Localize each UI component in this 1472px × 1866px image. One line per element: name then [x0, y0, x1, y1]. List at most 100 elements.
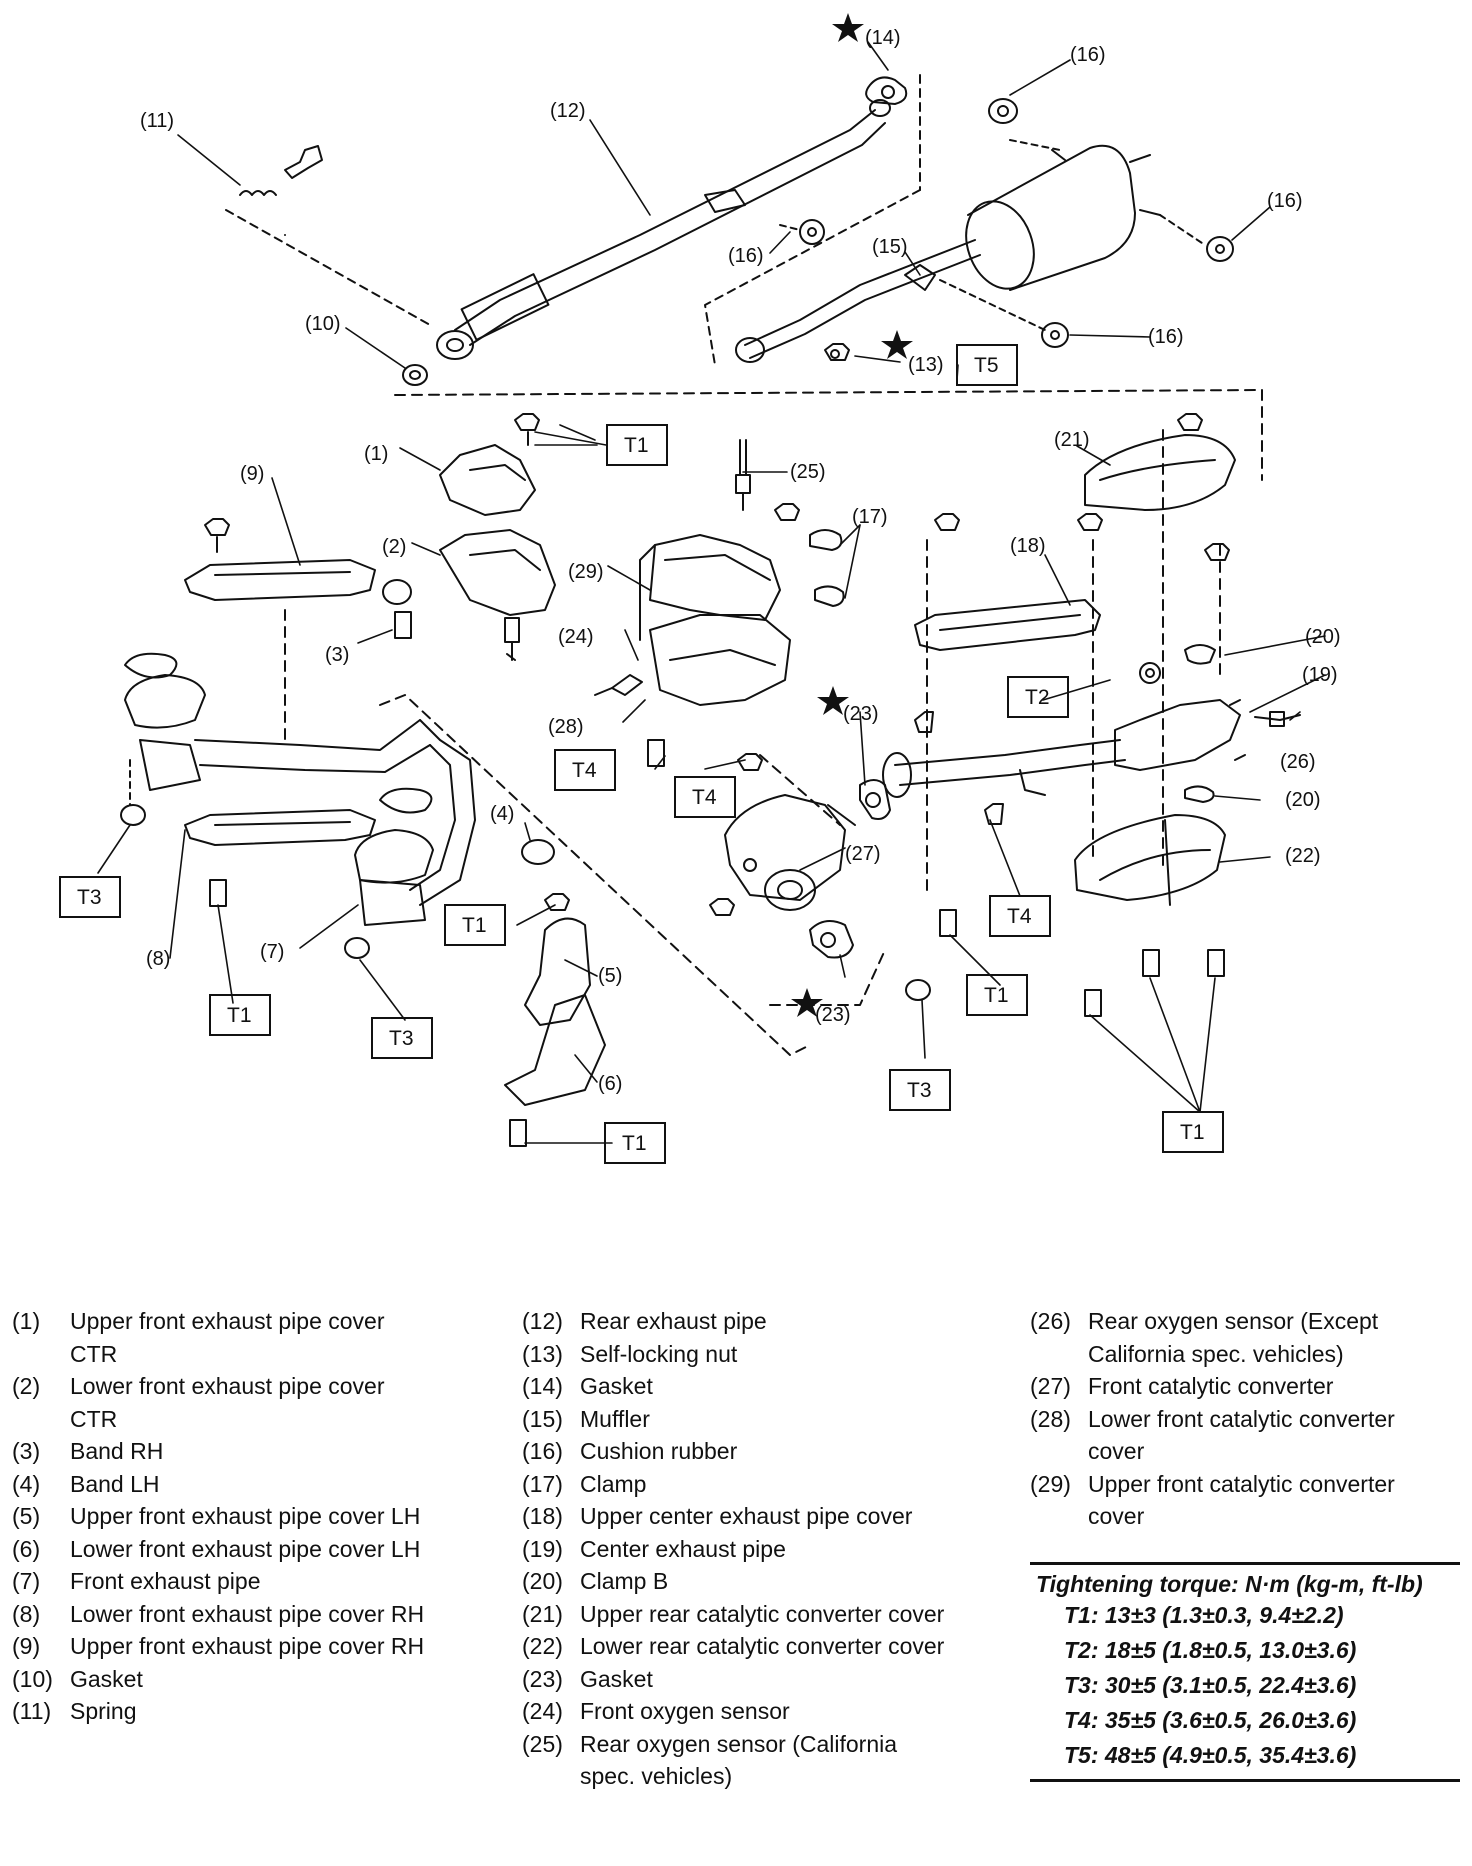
- torque-row: T3: 30±5 (3.1±0.5, 22.4±3.6): [1064, 1672, 1357, 1698]
- callout-21: (21): [1054, 429, 1090, 451]
- callout-16: (16): [1070, 44, 1106, 66]
- callout-13: (13): [908, 354, 944, 376]
- legend-column-1: (1)Upper front exhaust pipe cover CTR (2…: [12, 1305, 432, 1728]
- callout-18: (18): [1010, 535, 1046, 557]
- t4-tag-b: T4: [692, 786, 717, 809]
- rear-oxygen-sensor-ca-part: [735, 439, 751, 511]
- legend-item: (27)Front catalytic converter: [1030, 1373, 1334, 1399]
- legend-item: (25)Rear oxygen sensor (California spec.…: [522, 1730, 898, 1790]
- heat-cover-nuts-part: [1139, 662, 1161, 684]
- exhaust-system-exploded-diagram: (1) (2) (3) (4) (5) (6) (7) (8) (9) (10)…: [59, 13, 1341, 1164]
- clamp-b-part: [1184, 644, 1216, 803]
- legend-item: (3)Band RH: [12, 1438, 164, 1464]
- legend-item: (4)Band LH: [12, 1470, 160, 1497]
- self-locking-nut-part: [824, 343, 850, 361]
- legend-item: (19)Center exhaust pipe: [522, 1535, 786, 1562]
- torque-row: T2: 18±5 (1.8±0.5, 13.0±3.6): [1064, 1637, 1357, 1663]
- callout-5: (5): [598, 965, 622, 987]
- legend-item: (23)Gasket: [522, 1665, 653, 1692]
- t1-tag-f: T1: [1180, 1121, 1205, 1144]
- callout-4: (4): [490, 803, 514, 825]
- callout-28: (28): [548, 716, 584, 738]
- callout-11: (11): [140, 110, 174, 132]
- t1-tag-d: T1: [622, 1132, 647, 1155]
- legend-item: (16)Cushion rubber: [522, 1438, 738, 1464]
- star-icon: [791, 988, 823, 1017]
- legend-item: (13)Self-locking nut: [522, 1340, 738, 1367]
- legend-item: (29)Upper front catalytic converter cove…: [1030, 1470, 1395, 1530]
- legend-item: (7)Front exhaust pipe: [12, 1568, 261, 1594]
- callout-17: (17): [852, 506, 888, 528]
- front-catalytic-converter-part: [724, 794, 856, 911]
- legend-column-3: (26)Rear oxygen sensor (Except Californi…: [1030, 1305, 1450, 1533]
- upper-front-exhaust-pipe-cover-lh-part: [524, 917, 591, 1026]
- callout-23b: (23): [815, 1004, 851, 1026]
- front-exhaust-pipe-part: [124, 652, 476, 926]
- callout-16d: (16): [728, 245, 764, 267]
- callout-23: (23): [843, 703, 879, 725]
- top-rule: [1030, 1562, 1460, 1565]
- legend-item: (17)Clamp: [522, 1470, 647, 1497]
- t1-tag-b: T1: [462, 914, 487, 937]
- band-rh-part: [382, 579, 412, 605]
- torque-leader-lines: [97, 364, 1216, 1144]
- callout-labels: (1) (2) (3) (4) (5) (6) (7) (8) (9) (10)…: [140, 27, 1341, 1095]
- gasket-23-part: [759, 754, 891, 1006]
- callout-14: (14): [865, 27, 901, 49]
- legend-item: (11)Spring: [12, 1698, 137, 1724]
- legend-item: (6)Lower front exhaust pipe cover LH: [12, 1535, 421, 1562]
- torque-spec-table: Tightening torque: N·m (kg-m, ft-lb) T1:…: [1030, 1562, 1460, 1782]
- stars: [791, 13, 913, 1017]
- center-exhaust-pipe-part: [882, 699, 1246, 798]
- legend-item: (22)Lower rear catalytic converter cover: [522, 1633, 945, 1659]
- muffler-part: [735, 144, 1161, 363]
- lower-front-catalytic-converter-cover-part: [649, 614, 791, 706]
- legend-item: (26)Rear oxygen sensor (Except Californi…: [1030, 1308, 1379, 1367]
- upper-front-catalytic-converter-cover-part: [639, 534, 781, 641]
- star-icon: [817, 686, 849, 715]
- callout-20b: (20): [1285, 789, 1321, 811]
- lower-front-exhaust-pipe-cover-ctr-part: [439, 529, 556, 616]
- callout-29: (29): [568, 561, 604, 583]
- callout-22: (22): [1285, 845, 1321, 867]
- torque-row: T1: 13±3 (1.3±0.3, 9.4±2.2): [1064, 1602, 1344, 1628]
- callout-15: (15): [872, 236, 908, 258]
- leader-lines: [169, 41, 1326, 1083]
- gasket-10-part: [402, 364, 428, 386]
- callout-16c: (16): [1148, 326, 1184, 348]
- t1-tag-c: T1: [227, 1004, 252, 1027]
- legend-item: (9)Upper front exhaust pipe cover RH: [12, 1633, 425, 1659]
- rear-oxygen-sensor-except-ca-part: [1254, 711, 1301, 727]
- cushion-rubbers-part: [779, 98, 1234, 348]
- legend-item: (10)Gasket: [12, 1665, 143, 1692]
- legend-item: (18)Upper center exhaust pipe cover: [522, 1503, 913, 1529]
- callout-3: (3): [325, 644, 349, 666]
- t3-tag-c: T3: [907, 1079, 932, 1102]
- t1-tag: T1: [624, 434, 649, 457]
- legend-item: (1)Upper front exhaust pipe cover CTR: [12, 1308, 385, 1367]
- legend-item: (15)Muffler: [522, 1405, 650, 1432]
- callout-8: (8): [146, 948, 170, 970]
- lower-front-exhaust-pipe-cover-lh-part: [504, 994, 606, 1106]
- torque-row: T4: 35±5 (3.6±0.5, 26.0±3.6): [1064, 1707, 1357, 1733]
- upper-center-exhaust-pipe-cover-part: [914, 599, 1101, 651]
- t3-tag-b: T3: [389, 1027, 414, 1050]
- torque-title: Tightening torque: N·m (kg-m, ft-lb): [1036, 1571, 1423, 1597]
- t4-tag-c: T4: [1007, 905, 1032, 928]
- legend-item: (24)Front oxygen sensor: [522, 1698, 790, 1724]
- t1-tag-e: T1: [984, 984, 1009, 1007]
- spring-part: [225, 145, 431, 326]
- callout-2: (2): [382, 536, 406, 558]
- legend-item: (2)Lower front exhaust pipe cover CTR: [12, 1373, 385, 1432]
- callout-9: (9): [240, 463, 264, 485]
- front-oxygen-sensor-part: [594, 674, 643, 696]
- callout-24: (24): [558, 626, 594, 648]
- callout-20: (20): [1305, 626, 1341, 648]
- upper-front-exhaust-pipe-cover-ctr-part: [439, 444, 536, 516]
- callout-7: (7): [260, 941, 284, 963]
- legend-item: (12)Rear exhaust pipe: [522, 1308, 767, 1334]
- callout-27: (27): [845, 843, 881, 865]
- callout-12: (12): [550, 100, 586, 122]
- t3-tag-a: T3: [77, 886, 102, 909]
- legend-item: (28)Lower front catalytic converter cove…: [1030, 1405, 1395, 1465]
